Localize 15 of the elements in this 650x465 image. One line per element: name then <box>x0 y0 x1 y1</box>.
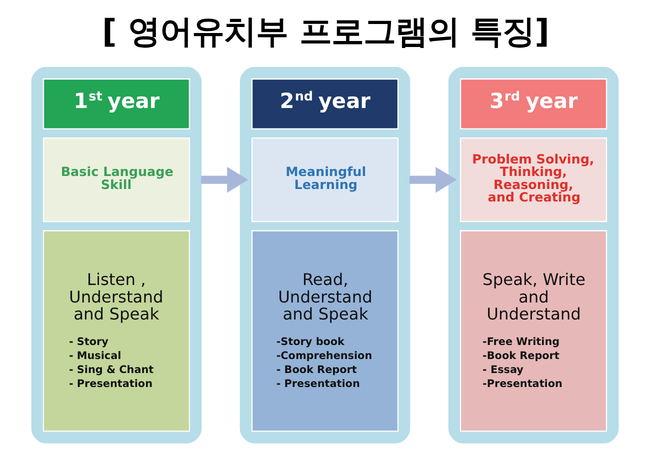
cluster <box>240 66 410 444</box>
node-box: Listen , Understand and Speak - Story - Musical - Sing & Chant - Presentation <box>42 230 190 432</box>
node-box: Speak, Write and Understand -Free Writing -Book Report - Essay -Presentation <box>460 230 608 432</box>
node-box: Problem Solving, Thinking, Reasoning, and Creating <box>460 138 608 222</box>
node-box: Meaningful Learning <box>251 138 399 222</box>
node-box: Basic Language Skill <box>42 138 190 222</box>
arrow <box>201 166 248 193</box>
cluster <box>448 66 619 444</box>
node-box: 1$^{st}$ year <box>42 78 190 130</box>
cluster <box>31 66 202 444</box>
node-box: 3$^{rd}$ year <box>460 78 608 130</box>
node-box: 2$^{nd}$ year <box>251 78 399 130</box>
arrow <box>410 166 457 193</box>
diagram-title: [ 영어유치부 프로그램의 특징] <box>102 12 550 50</box>
node-box: Read, Understand and Speak -Story book -Comprehension - Book Report - Presentation <box>251 230 399 432</box>
